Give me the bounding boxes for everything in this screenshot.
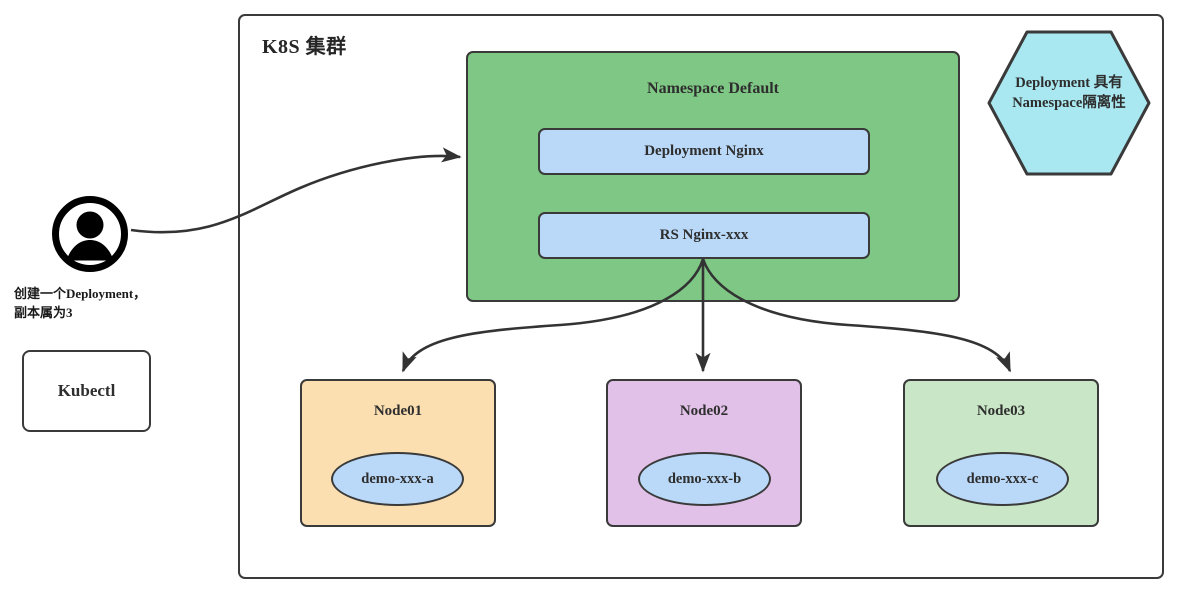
actor-caption-line-2: 副本属为3 — [14, 304, 73, 320]
actor-caption-line-1: 创建一个Deployment， — [14, 286, 147, 301]
actor-caption: 创建一个Deployment， 副本属为3 — [14, 285, 214, 323]
node02-title: Node02 — [679, 403, 729, 419]
callout-text: Deployment 具有 Namespace隔离性 — [986, 74, 1152, 113]
hexagon-shape — [987, 30, 1151, 176]
pod-demo-xxx-a[interactable]: demo-xxx-a — [331, 452, 464, 506]
user-avatar-glyph — [52, 196, 128, 272]
pod-demo-xxx-c[interactable]: demo-xxx-c — [936, 452, 1069, 506]
cluster-title: K8S 集群 — [262, 36, 347, 58]
namespace-title: Namespace Default — [647, 80, 779, 97]
callout-line-2: Namespace隔离性 — [1012, 94, 1126, 111]
node01-title: Node01 — [373, 403, 423, 419]
user-icon — [52, 196, 128, 272]
kubectl-box[interactable]: Kubectl — [22, 350, 151, 432]
deployment-nginx-box[interactable]: Deployment Nginx — [538, 128, 870, 175]
node03-title: Node03 — [976, 403, 1026, 419]
namespace-isolation-callout — [986, 29, 1152, 177]
callout-line-1: Deployment 具有 — [1015, 75, 1123, 91]
replicaset-nginx-box[interactable]: RS Nginx-xxx — [538, 212, 870, 259]
pod-demo-xxx-b[interactable]: demo-xxx-b — [638, 452, 771, 506]
